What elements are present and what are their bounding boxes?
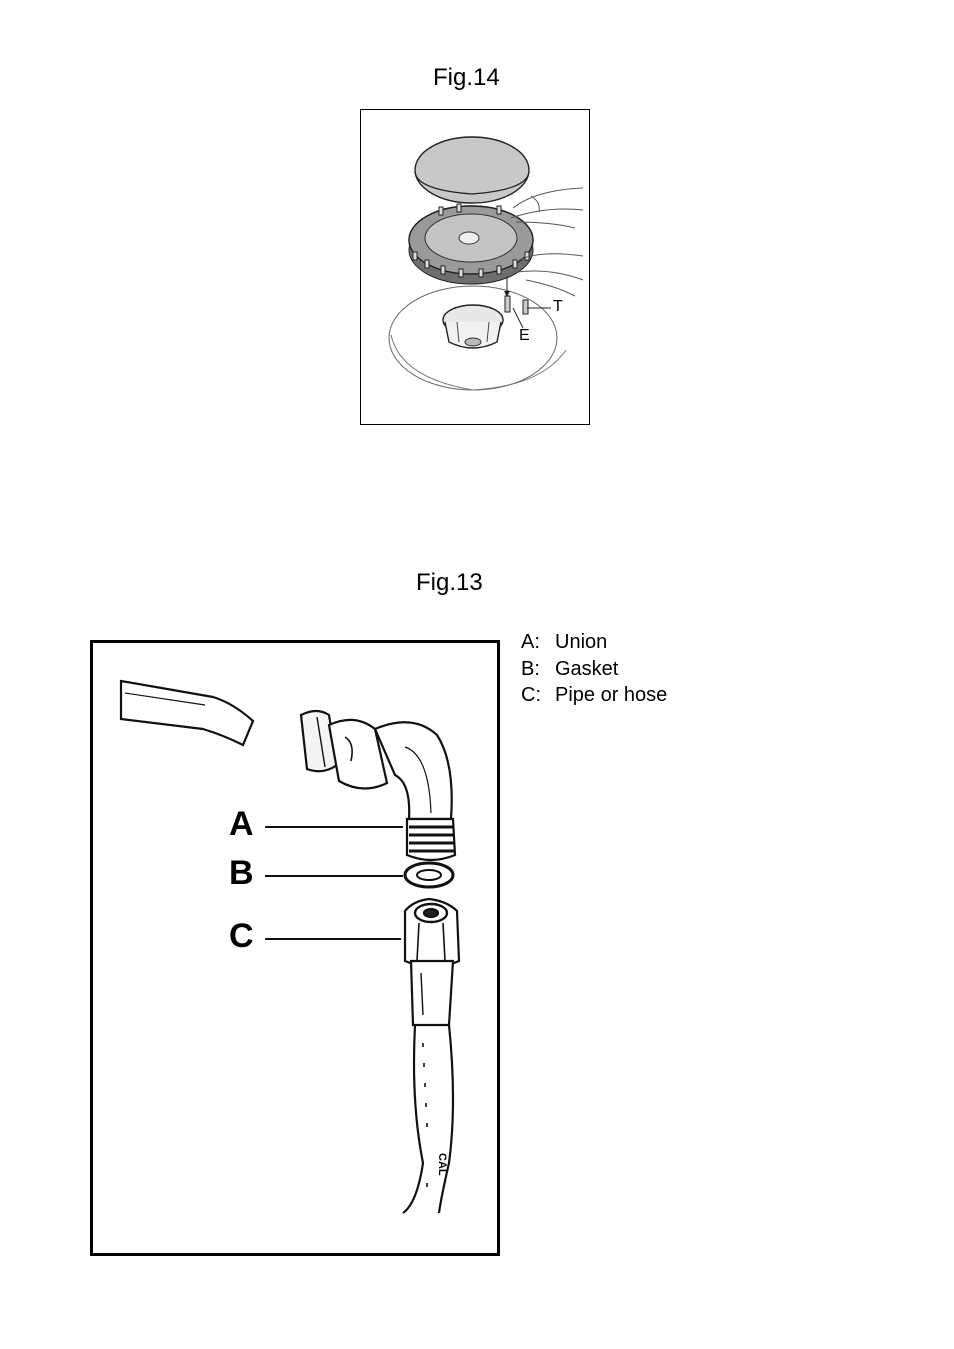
hose-right-edge — [439, 1025, 453, 1213]
part-letter-b: B — [229, 855, 254, 891]
legend-text: Gasket — [555, 658, 618, 680]
burner-exploded-diagram — [361, 110, 591, 426]
hose-left-edge — [403, 1025, 423, 1213]
legend-key: C: — [521, 682, 555, 709]
part-letter-c: C — [229, 918, 254, 954]
legend-item-gasket: B:Gasket — [521, 656, 667, 683]
fig13-title: Fig.13 — [416, 569, 483, 597]
parts-legend: A:Union B:Gasket C:Pipe or hose — [521, 629, 667, 709]
fig14-title: Fig.14 — [433, 64, 500, 92]
electrode — [505, 296, 510, 312]
hose-marking: CAL — [436, 1153, 448, 1176]
legend-text: Union — [555, 631, 607, 653]
inlet-pipe — [121, 681, 253, 745]
thermocouple — [523, 300, 528, 314]
legend-text: Pipe or hose — [555, 684, 667, 706]
elbow-fitting — [375, 722, 452, 819]
electrode-label: E — [519, 327, 530, 345]
thermocouple-label: T — [553, 298, 563, 316]
fig13-illustration-frame: CAL — [90, 640, 500, 1256]
legend-item-union: A:Union — [521, 629, 667, 656]
legend-item-pipe-or-hose: C:Pipe or hose — [521, 682, 667, 709]
union-fitting — [407, 819, 455, 860]
fig14-illustration-frame — [360, 109, 590, 425]
burner-cap — [415, 137, 529, 203]
part-letter-a: A — [229, 806, 254, 842]
gas-connection-diagram: CAL — [93, 643, 503, 1259]
legend-key: B: — [521, 656, 555, 683]
legend-key: A: — [521, 629, 555, 656]
